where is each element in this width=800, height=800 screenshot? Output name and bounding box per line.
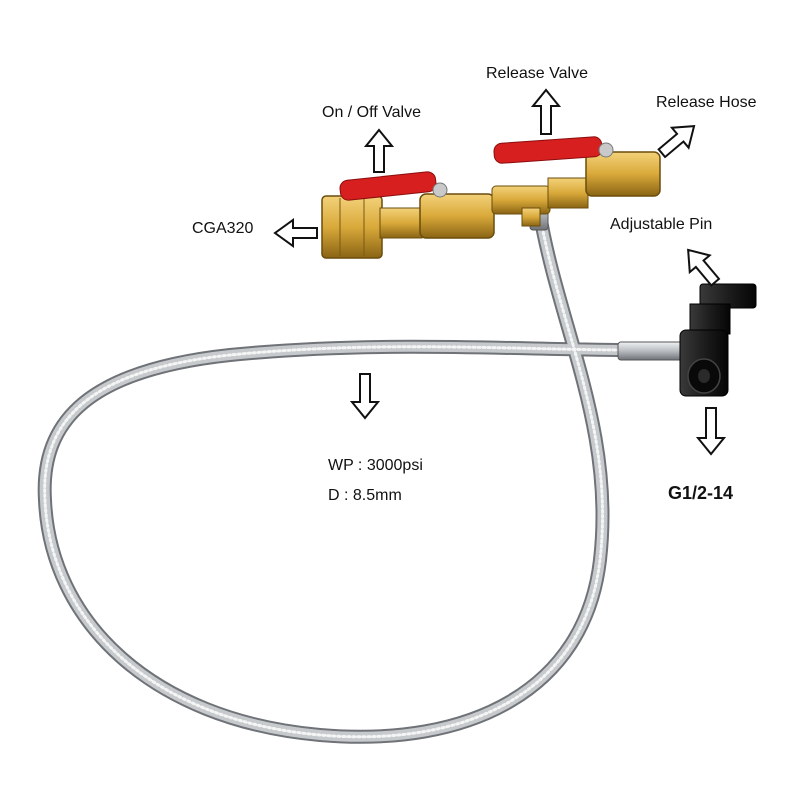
adjustable-pin-arrow bbox=[687, 248, 721, 287]
cga320-arrow bbox=[273, 218, 318, 248]
diameter-label: D : 8.5mm bbox=[328, 487, 402, 504]
wp-arrow bbox=[349, 373, 381, 420]
on-off-valve-label: On / Off Valve bbox=[322, 104, 422, 121]
release-hose-arrow bbox=[657, 125, 696, 159]
g-thread-arrow bbox=[695, 407, 727, 456]
adjustable-pin-label: Adjustable Pin bbox=[610, 216, 713, 233]
on-off-handle bbox=[339, 171, 437, 201]
g-thread-label: G1/2-14 bbox=[668, 483, 734, 503]
release-valve-label: Release Valve bbox=[486, 65, 588, 82]
valve-assembly bbox=[321, 136, 661, 259]
release-hose-label: Release Hose bbox=[656, 94, 757, 111]
cga320-label: CGA320 bbox=[192, 220, 254, 237]
wp-label: WP : 3000psi bbox=[328, 457, 423, 474]
on-off-valve-arrow bbox=[363, 128, 395, 173]
pin-adapter bbox=[617, 283, 757, 397]
braided-hose bbox=[37, 208, 637, 744]
release-valve-arrow bbox=[530, 88, 562, 135]
